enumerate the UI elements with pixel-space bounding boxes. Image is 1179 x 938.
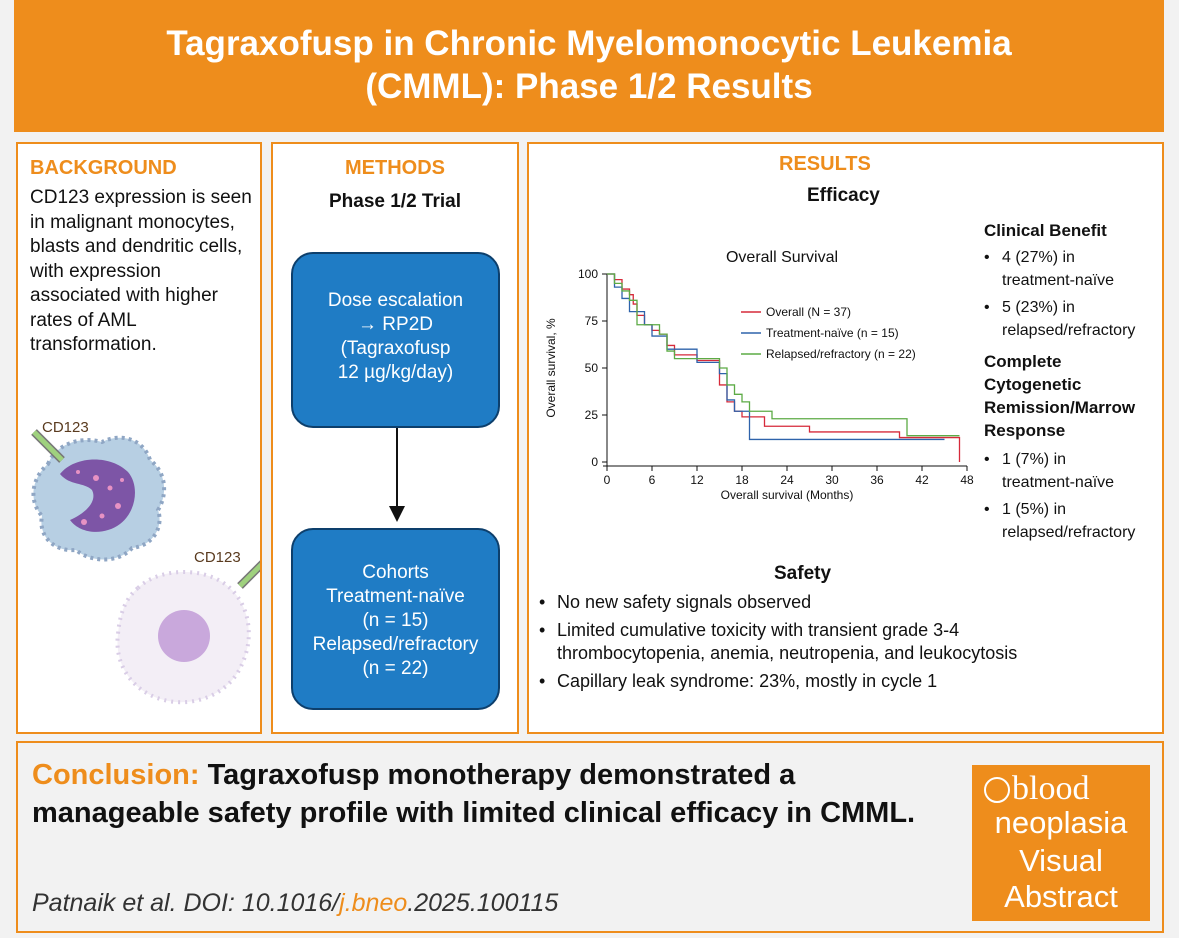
x-axis-label: Overall survival (Months) <box>721 488 854 502</box>
title-line-1: Tagraxofusp in Chronic Myelomonocytic Le… <box>166 24 1012 63</box>
y-tick-label: 100 <box>578 267 598 281</box>
conclusion-label: Conclusion: <box>32 759 200 791</box>
x-tick-label: 12 <box>690 473 704 487</box>
y-tick-label: 50 <box>585 361 599 375</box>
box2-line: (n = 15) <box>362 610 429 631</box>
legend-label: Treatment-naïve (n = 15) <box>766 326 899 340</box>
box2-line: Cohorts <box>362 562 429 583</box>
x-tick-label: 6 <box>649 473 656 487</box>
methods-panel: METHODS Phase 1/2 Trial Dose escalation … <box>271 142 519 734</box>
y-tick-label: 0 <box>591 455 598 469</box>
background-text: CD123 expression is seen in malignant mo… <box>30 187 252 355</box>
chart-title: Overall Survival <box>726 249 838 266</box>
x-tick-label: 30 <box>825 473 839 487</box>
legend-label: Overall (N = 37) <box>766 305 851 319</box>
conclusion-text-block: Conclusion: Tagraxofusp monotherapy demo… <box>32 756 962 832</box>
background-heading: BACKGROUND <box>30 157 177 179</box>
results-heading: RESULTS <box>779 153 871 175</box>
box2-line: Relapsed/refractory <box>312 634 479 655</box>
cd123-label-1: CD123 <box>42 419 89 436</box>
x-tick-label: 48 <box>960 473 974 487</box>
conclusion-panel: Conclusion: Tagraxofusp monotherapy demo… <box>16 741 1164 933</box>
cohorts-box: Cohorts Treatment-naïve (n = 15) Relapse… <box>291 528 500 710</box>
list-item: No new safety signals observed <box>539 591 1019 614</box>
box2-line: (n = 22) <box>362 658 429 679</box>
flow-arrow <box>389 428 405 522</box>
safety-heading: Safety <box>774 563 832 584</box>
legend-label: Relapsed/refractory (n = 22) <box>766 347 916 361</box>
clinical-benefit-heading: Clinical Benefit <box>984 221 1107 240</box>
box2-line: Treatment-naïve <box>326 586 465 607</box>
x-tick-label: 18 <box>735 473 749 487</box>
efficacy-heading: Efficacy <box>807 185 880 206</box>
title-line-2: (CMML): Phase 1/2 Results <box>365 67 813 106</box>
methods-subheading: Phase 1/2 Trial <box>328 191 462 212</box>
blast-nucleus <box>158 610 210 662</box>
box1-line: 12 µg/kg/day) <box>337 362 454 383</box>
logo-seal-icon <box>984 777 1010 803</box>
journal-logo: blood neoplasia Visual Abstract <box>972 765 1150 921</box>
list-item: Capillary leak syndrome: 23%, mostly in … <box>539 670 1019 693</box>
title-banner: Tagraxofusp in Chronic Myelomonocytic Le… <box>14 0 1164 132</box>
list-item: Limited cumulative toxicity with transie… <box>539 619 1019 665</box>
x-tick-label: 0 <box>604 473 611 487</box>
series-line-1 <box>607 273 961 462</box>
results-panel: RESULTS Efficacy Overall Survival 0 25 50 75… <box>527 142 1164 734</box>
ccr-heading: Complete Cytogenetic Remission/Marrow Re… <box>984 352 1136 440</box>
box1-line: (Tagraxofusp <box>340 338 451 359</box>
efficacy-sidebar: Clinical Benefit 4 (27%) intreatment-naï… <box>984 219 1160 544</box>
series-line-3 <box>607 273 960 437</box>
logo-line2: neoplasia <box>994 805 1128 840</box>
y-axis-label: Overall survival, % <box>544 318 558 418</box>
box1-line: Dose escalation <box>327 290 464 311</box>
methods-heading: METHODS <box>345 157 445 179</box>
x-tick-label: 24 <box>780 473 794 487</box>
y-tick-label: 25 <box>585 408 599 422</box>
x-tick-label: 42 <box>915 473 929 487</box>
logo-line4: Abstract <box>1004 879 1118 914</box>
logo-brand: blood <box>1012 770 1090 807</box>
cd123-label-2: CD123 <box>194 549 241 566</box>
y-tick-label: 75 <box>585 314 599 328</box>
background-panel: BACKGROUND CD123 expression is seen in m… <box>16 142 262 734</box>
monocyte-nucleus <box>60 459 135 532</box>
x-tick-label: 36 <box>870 473 884 487</box>
safety-list: No new safety signals observed Limited c… <box>539 591 1019 693</box>
cell-illustration <box>31 429 260 705</box>
conclusion-text: Tagraxofusp monotherapy demonstrated a m… <box>32 759 916 829</box>
citation: Patnaik et al. DOI: 10.1016/j.bneo.2025.… <box>32 889 559 917</box>
citation-highlight: j.bneo <box>339 889 408 917</box>
dose-escalation-box: Dose escalation → RP2D (Tagraxofusp 12 µ… <box>291 252 500 428</box>
overall-survival-chart: Overall Survival 0 25 50 75 100 0 6 12 18 24 30 36 42… <box>544 249 974 502</box>
box1-line: → RP2D <box>358 314 433 335</box>
logo-line3: Visual <box>1019 843 1103 878</box>
